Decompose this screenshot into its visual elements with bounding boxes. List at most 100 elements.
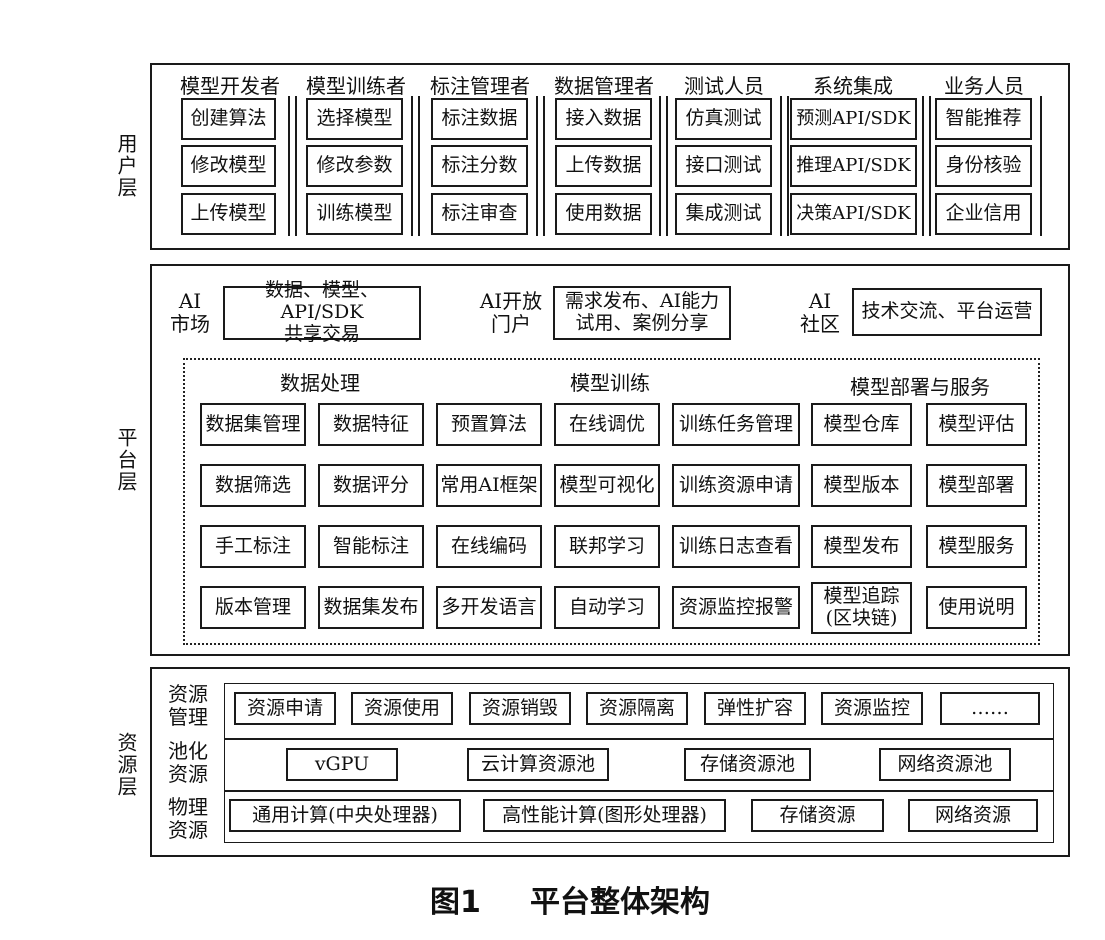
- platform-module-box: 训练任务管理: [672, 403, 800, 446]
- column-separator: [536, 96, 538, 236]
- user-task-box: 训练模型: [306, 193, 403, 235]
- resource-layer-panel: [150, 667, 1070, 857]
- platform-module-box: 在线调优: [554, 403, 660, 446]
- user-task-box: 仿真测试: [675, 98, 772, 140]
- platform-module-box: 模型仓库: [811, 403, 912, 446]
- section-header-model-training: 模型训练: [570, 371, 650, 395]
- platform-module-box: 联邦学习: [554, 525, 660, 568]
- platform-module-box: 模型评估: [926, 403, 1027, 446]
- platform-module-box: 模型版本: [811, 464, 912, 507]
- portal-label: AI开放 门户: [479, 289, 543, 336]
- platform-module-box: 数据筛选: [200, 464, 306, 507]
- portal-label: AI 市场: [170, 289, 210, 336]
- user-task-box: 标注审查: [431, 193, 528, 235]
- platform-module-box: 版本管理: [200, 586, 306, 629]
- user-task-box: 创建算法: [181, 98, 276, 140]
- column-separator: [288, 96, 290, 236]
- user-task-box: 智能推荐: [935, 98, 1032, 140]
- platform-module-box: 自动学习: [554, 586, 660, 629]
- section-header-deploy-service: 模型部署与服务: [850, 375, 990, 399]
- user-task-box: 上传数据: [555, 145, 652, 187]
- user-task-box: 集成测试: [675, 193, 772, 235]
- user-task-box: 上传模型: [181, 193, 276, 235]
- figure-title: 平台整体架构: [530, 885, 710, 920]
- resource-item-box: 通用计算(中央处理器): [229, 799, 461, 832]
- resource-row-label: 资源 管理: [168, 682, 208, 729]
- platform-module-box: 数据评分: [318, 464, 424, 507]
- platform-module-box: 数据集发布: [318, 586, 424, 629]
- platform-module-box: 模型部署: [926, 464, 1027, 507]
- resource-layer-label: 资源层: [114, 732, 138, 798]
- role-header: 模型训练者: [306, 74, 406, 98]
- resource-item-box: ……: [940, 692, 1040, 725]
- role-header: 系统集成: [813, 74, 893, 98]
- platform-layer-panel: [150, 264, 1070, 656]
- platform-module-box: 模型可视化: [554, 464, 660, 507]
- user-task-box: 企业信用: [935, 193, 1032, 235]
- platform-module-box: 训练日志查看: [672, 525, 800, 568]
- platform-layer-label: 平台层: [114, 427, 138, 493]
- resource-item-box: 云计算资源池: [467, 748, 609, 781]
- resource-item-box: vGPU: [286, 748, 398, 781]
- user-task-box: 修改模型: [181, 145, 276, 187]
- column-separator: [295, 96, 297, 236]
- role-header: 数据管理者: [554, 74, 654, 98]
- column-separator: [787, 96, 789, 236]
- resource-item-box: 网络资源: [908, 799, 1038, 832]
- user-task-box: 标注分数: [431, 145, 528, 187]
- resource-item-box: 存储资源: [751, 799, 884, 832]
- column-separator: [411, 96, 413, 236]
- portal-box: 数据、模型、API/SDK 共享交易: [223, 279, 421, 345]
- column-separator: [659, 96, 661, 236]
- resource-item-box: 弹性扩容: [704, 692, 806, 725]
- role-header: 模型开发者: [180, 74, 280, 98]
- resource-item-box: 资源销毁: [469, 692, 571, 725]
- user-task-box: 修改参数: [306, 145, 403, 187]
- resource-item-box: 资源申请: [234, 692, 336, 725]
- platform-module-box: 预置算法: [436, 403, 542, 446]
- role-header: 标注管理者: [430, 74, 530, 98]
- resource-row-label: 物理 资源: [168, 795, 208, 842]
- resource-row-frame: [224, 739, 1054, 791]
- platform-module-box: 在线编码: [436, 525, 542, 568]
- platform-module-box: 使用说明: [926, 586, 1027, 629]
- platform-module-box: 手工标注: [200, 525, 306, 568]
- column-separator: [1040, 96, 1042, 236]
- platform-module-box: 资源监控报警: [672, 586, 800, 629]
- role-header: 业务人员: [944, 74, 1024, 98]
- platform-module-box: 模型追踪 (区块链): [811, 582, 912, 634]
- platform-module-box: 模型发布: [811, 525, 912, 568]
- user-task-box: 决策API/SDK: [790, 193, 917, 235]
- user-task-box: 接口测试: [675, 145, 772, 187]
- platform-module-box: 数据特征: [318, 403, 424, 446]
- column-separator: [922, 96, 924, 236]
- platform-module-box: 常用AI框架: [436, 464, 542, 507]
- user-layer-label: 用户层: [114, 133, 138, 199]
- portal-box: 需求发布、AI能力 试用、案例分享: [553, 286, 731, 340]
- platform-module-box: 模型服务: [926, 525, 1027, 568]
- user-task-box: 选择模型: [306, 98, 403, 140]
- resource-item-box: 存储资源池: [684, 748, 811, 781]
- role-header: 测试人员: [684, 74, 764, 98]
- column-separator: [780, 96, 782, 236]
- resource-row-label: 池化 资源: [168, 739, 208, 786]
- resource-item-box: 资源使用: [351, 692, 453, 725]
- user-task-box: 使用数据: [555, 193, 652, 235]
- resource-item-box: 高性能计算(图形处理器): [483, 799, 726, 832]
- user-task-box: 身份核验: [935, 145, 1032, 187]
- platform-module-box: 多开发语言: [436, 586, 542, 629]
- user-task-box: 标注数据: [431, 98, 528, 140]
- platform-module-box: 数据集管理: [200, 403, 306, 446]
- user-layer-panel: [150, 63, 1070, 250]
- platform-module-box: 训练资源申请: [672, 464, 800, 507]
- resource-item-box: 资源监控: [821, 692, 923, 725]
- user-task-box: 推理API/SDK: [790, 145, 917, 187]
- column-separator: [543, 96, 545, 236]
- column-separator: [929, 96, 931, 236]
- resource-row-frame: [224, 683, 1054, 739]
- resource-item-box: 网络资源池: [879, 748, 1011, 781]
- column-separator: [418, 96, 420, 236]
- platform-module-box: 智能标注: [318, 525, 424, 568]
- user-task-box: 预测API/SDK: [790, 98, 917, 140]
- figure-number: 图1: [430, 885, 481, 920]
